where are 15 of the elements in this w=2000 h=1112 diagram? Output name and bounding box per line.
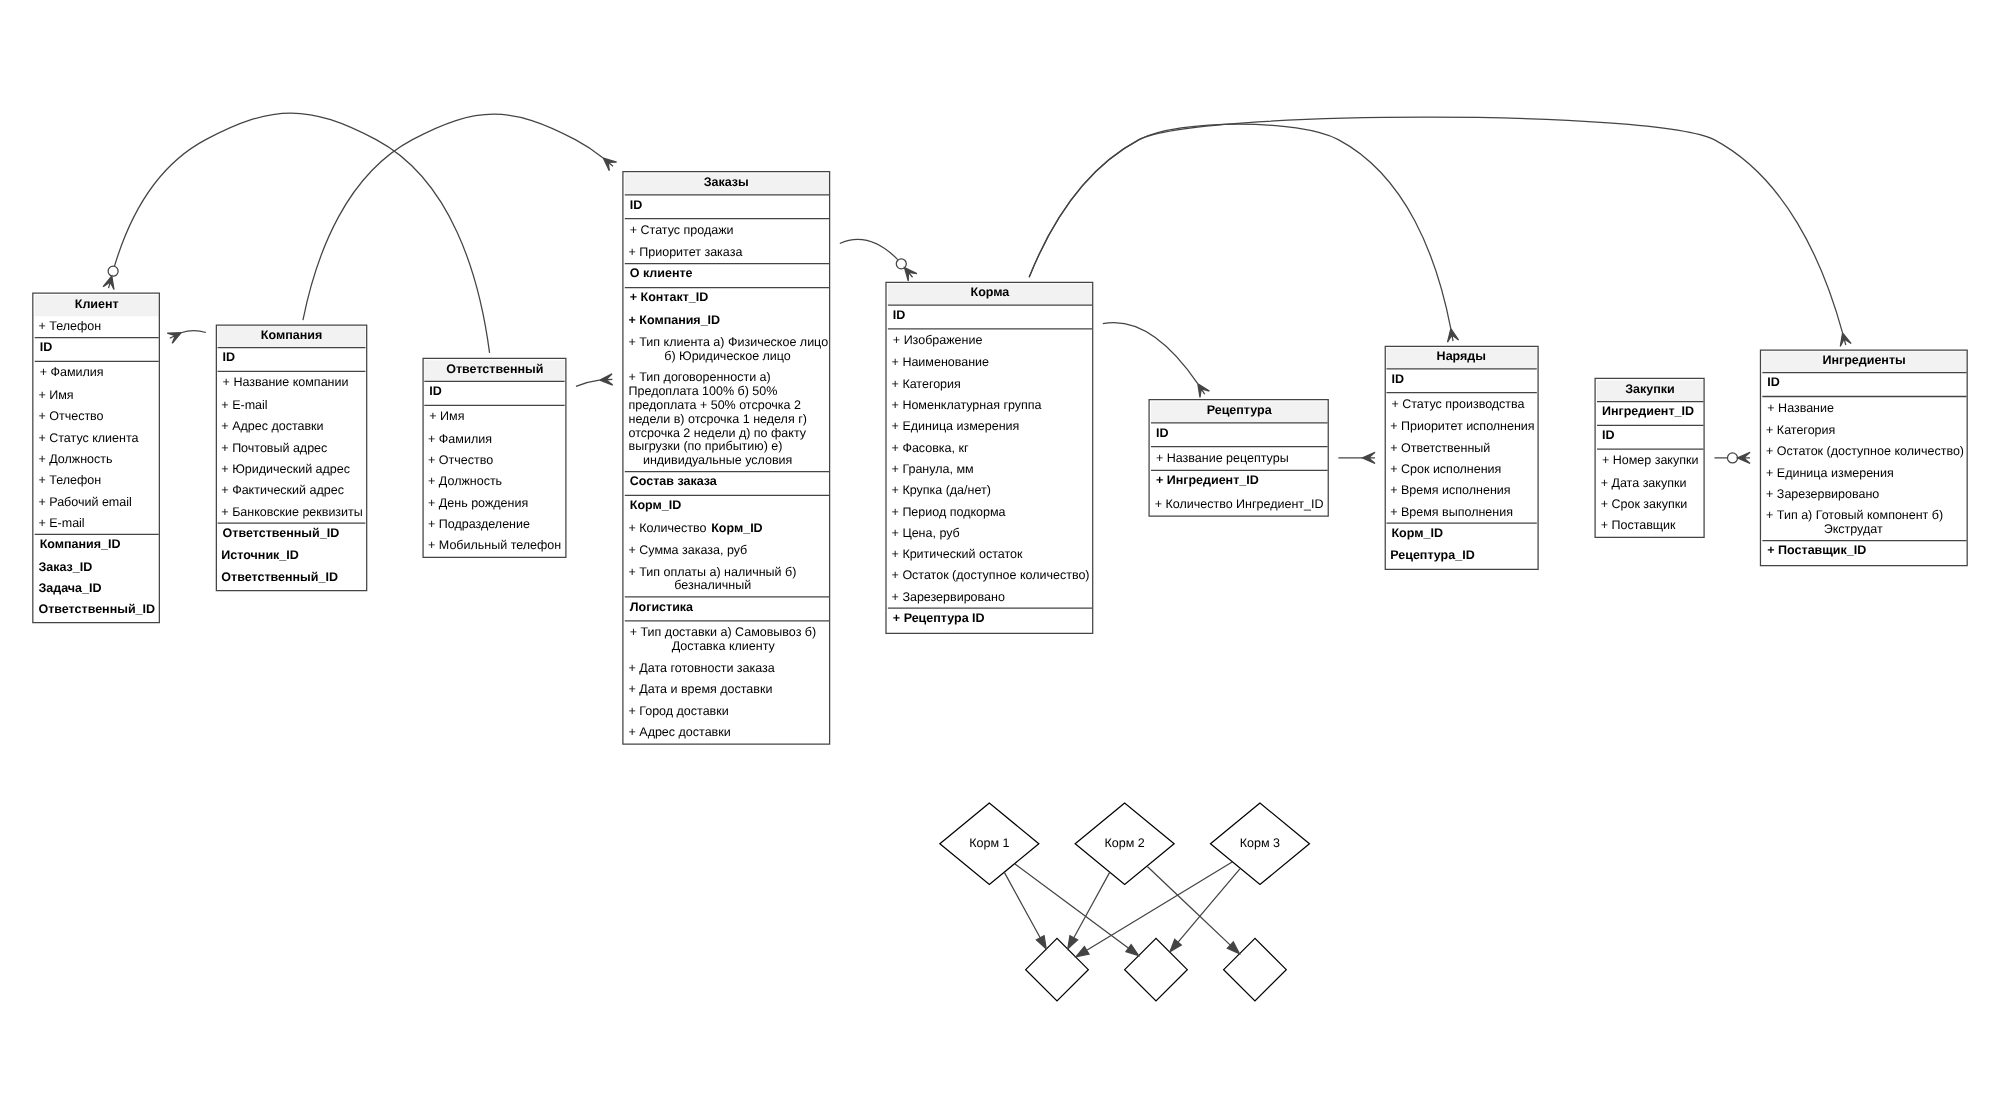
connector [102, 111, 491, 353]
connector [1028, 115, 1852, 347]
arrow [1014, 862, 1141, 956]
arrow [1066, 870, 1111, 950]
connector [1102, 321, 1211, 397]
connector [1713, 450, 1751, 464]
connector [575, 372, 614, 386]
arrow [1074, 860, 1233, 957]
connector [1337, 450, 1376, 464]
arrow [1146, 864, 1241, 955]
connector [839, 237, 918, 281]
arrow [1003, 870, 1048, 950]
connector [302, 112, 618, 320]
arrow [1168, 867, 1241, 953]
connector [166, 328, 207, 343]
